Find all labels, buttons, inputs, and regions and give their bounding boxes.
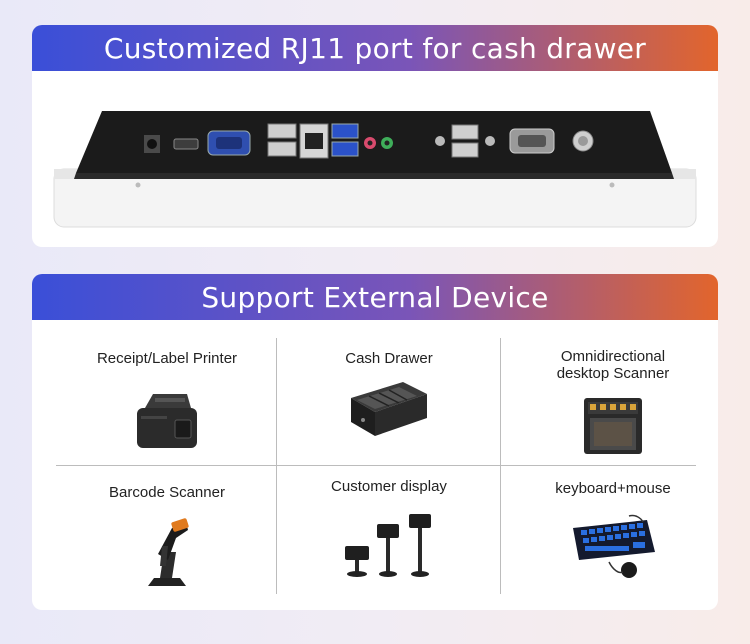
device-label: Cash Drawer [345, 350, 433, 367]
barcode-scanner-icon [148, 518, 189, 586]
device-label: keyboard+mouse [555, 480, 671, 497]
desktop-scanner-icon [584, 398, 642, 454]
device-cash-drawer: Cash Drawer [278, 338, 500, 466]
port-panel-image [32, 71, 718, 247]
device-label: Receipt/Label Printer [96, 350, 238, 367]
device-barcode-scanner: Barcode Scanner [56, 466, 278, 594]
device-label: Omnidirectional desktop Scanner [556, 348, 670, 382]
device-customer-display: Customer display [278, 466, 500, 594]
devices-card-title: Support External Device [32, 274, 718, 320]
device-back-panel-illustration [53, 111, 697, 228]
device-label: Barcode Scanner [109, 484, 225, 501]
ports-card: Customized RJ11 port for cash drawer [32, 25, 718, 247]
divider [276, 338, 277, 466]
ports-card-title: Customized RJ11 port for cash drawer [32, 25, 718, 71]
device-printer: Receipt/Label Printer [56, 338, 278, 466]
divider [500, 466, 501, 594]
divider [56, 465, 696, 466]
keyboard-mouse-icon [573, 514, 655, 578]
cash-drawer-icon [351, 382, 427, 436]
divider [276, 466, 277, 594]
device-keyboard-mouse: keyboard+mouse [502, 466, 718, 594]
devices-card: Support External Device Receipt/Label Pr… [32, 274, 718, 610]
device-label: Customer display [331, 478, 447, 495]
device-grid: Receipt/Label Printer Cash Drawer [56, 338, 696, 594]
printer-icon [137, 394, 197, 448]
divider [500, 338, 501, 466]
device-desktop-scanner: Omnidirectional desktop Scanner [502, 338, 718, 466]
customer-display-icon [345, 514, 431, 577]
